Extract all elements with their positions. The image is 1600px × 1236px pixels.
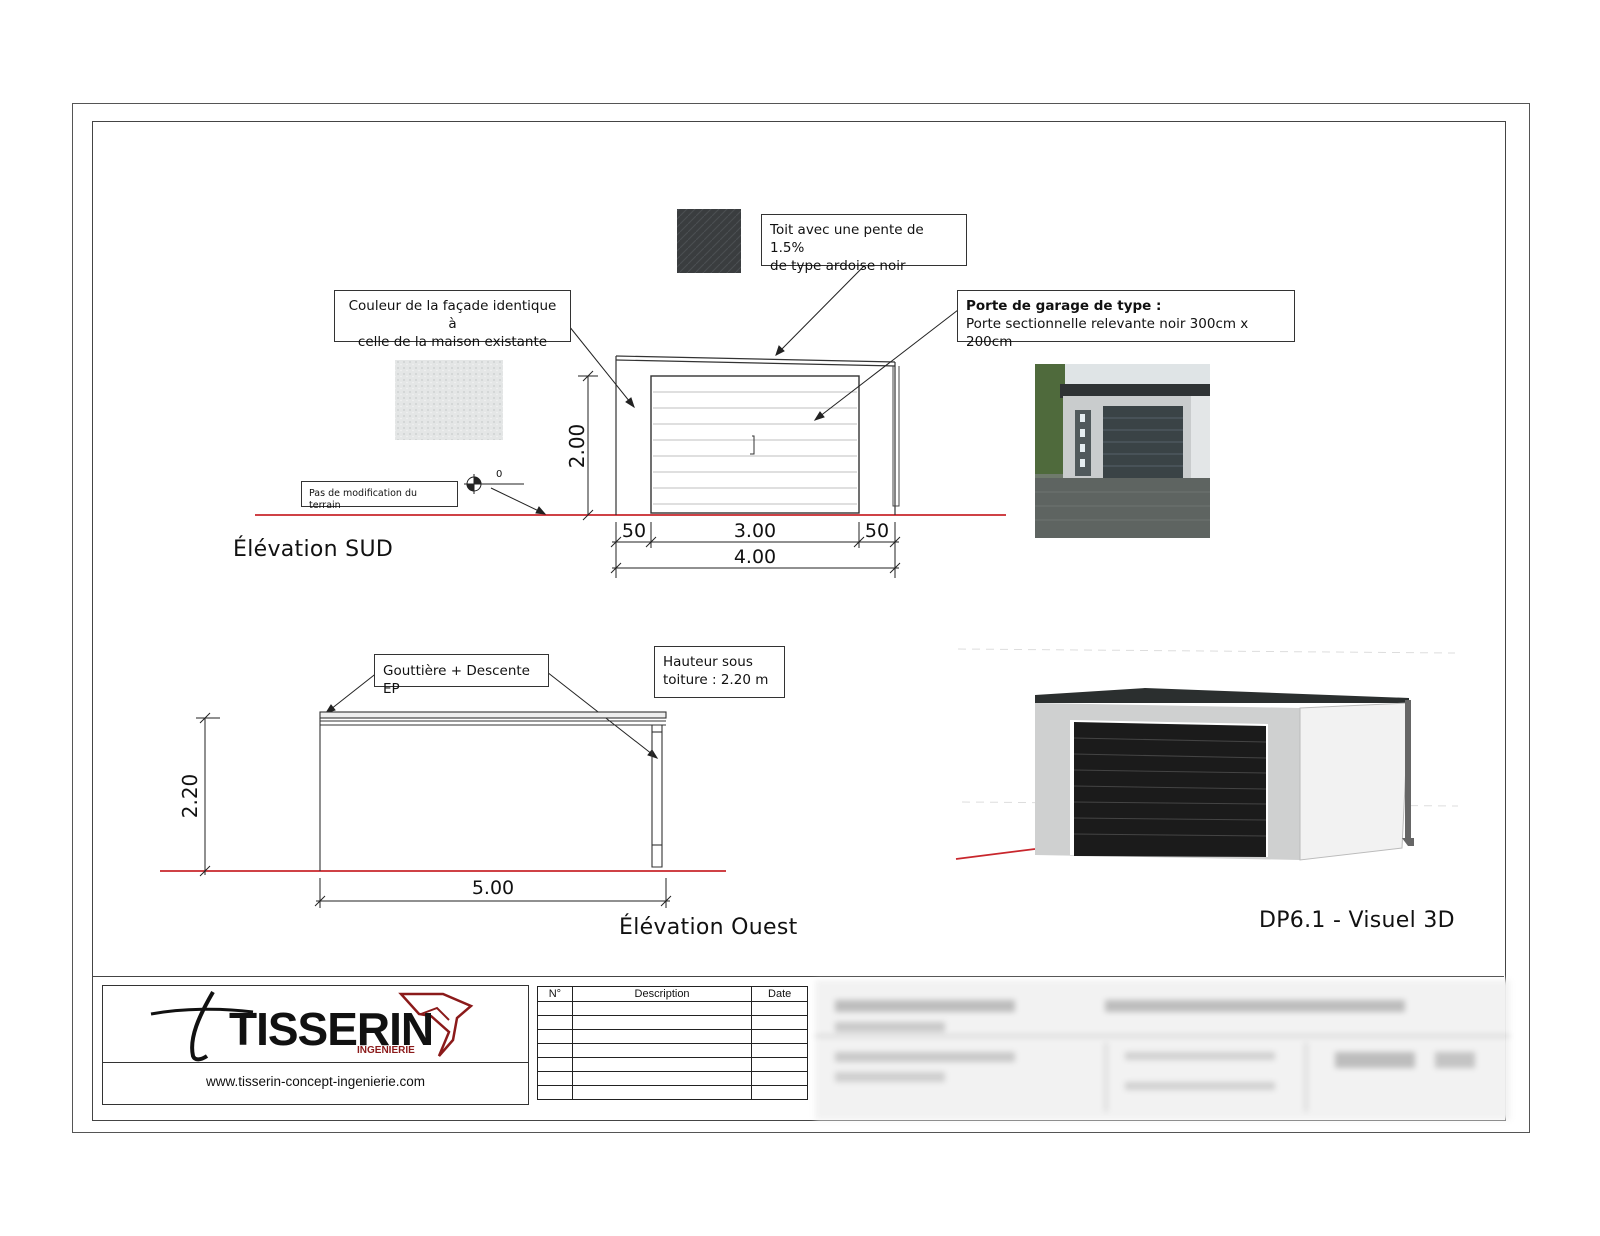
facade-callout: Couleur de la façade identique à celle d… — [334, 290, 571, 350]
inner-frame — [92, 121, 1506, 1121]
west-building — [319, 711, 667, 871]
south-dim-right: 50 — [865, 520, 889, 542]
west-length-dimension — [314, 878, 672, 908]
south-downpipe — [892, 366, 900, 507]
tisserin-logo — [150, 990, 474, 1062]
revisions-table: N° Description Date — [537, 986, 808, 1100]
west-height-dimension — [196, 712, 220, 877]
leader-lines — [324, 265, 959, 759]
south-elevation-title: Élévation SUD — [233, 537, 394, 562]
revision-col-date: Date — [751, 986, 808, 1002]
facade-sample-image — [395, 360, 503, 440]
slate-sample-image — [677, 209, 741, 273]
visual3d-garage — [1035, 688, 1414, 861]
garage-door-photo — [1035, 364, 1210, 538]
revision-col-number: N° — [537, 986, 573, 1002]
redacted-project-info — [815, 980, 1510, 1120]
table-row — [537, 1057, 808, 1072]
logo-subtext: INGENIERIE — [357, 1045, 415, 1056]
table-row — [537, 1015, 808, 1030]
south-building — [615, 355, 896, 515]
south-dim-left: 50 — [622, 520, 646, 542]
revision-col-description: Description — [571, 986, 753, 1002]
garage-door-callout-desc: Porte sectionnelle relevante noir 300cm … — [966, 316, 1249, 350]
garage-door-callout-title: Porte de garage de type : — [966, 298, 1162, 314]
south-width-dimensions — [610, 522, 901, 578]
logo-separator — [103, 1062, 528, 1063]
outer-frame — [72, 103, 1530, 1133]
south-garage-door-panels — [653, 391, 857, 505]
logo-text: TISSERIN — [229, 1003, 434, 1055]
table-row — [537, 1001, 808, 1016]
table-row — [537, 1029, 808, 1044]
height-callout: Hauteur sous toiture : 2.20 m — [654, 646, 785, 698]
gutter-callout: Gouttière + Descente EP — [374, 654, 549, 697]
west-dim-height: 2.20 — [178, 774, 202, 819]
west-dim-length: 5.00 — [472, 877, 514, 899]
table-row — [537, 1085, 808, 1100]
table-row — [537, 1043, 808, 1058]
south-dim-height: 2.00 — [565, 424, 589, 469]
level-marker-icon — [464, 474, 524, 494]
south-dim-door: 3.00 — [734, 520, 776, 542]
visual3d-title: DP6.1 - Visuel 3D — [1259, 908, 1455, 933]
website-link[interactable]: www.tisserin-concept-ingenierie.com — [205, 1074, 426, 1089]
table-row — [537, 1071, 808, 1086]
terrain-callout: Pas de modification du terrain — [301, 481, 458, 511]
title-block-separator — [92, 976, 1504, 977]
south-height-dimension — [578, 370, 598, 521]
garage-door-callout: Porte de garage de type : Porte sectionn… — [957, 290, 1295, 350]
level-mark-value: 0 — [496, 469, 502, 480]
revisions-header-row: N° Description Date — [537, 986, 808, 1002]
west-elevation-title: Élévation Ouest — [619, 915, 798, 940]
visual3d-ground-line — [955, 848, 1036, 860]
logo-box: TISSERIN INGENIERIE www.tisserin-concept… — [102, 985, 529, 1105]
door-handle-icon — [750, 435, 755, 455]
roof-callout: Toit avec une pente de 1.5% de type ardo… — [761, 214, 967, 274]
south-dim-total: 4.00 — [734, 546, 776, 568]
